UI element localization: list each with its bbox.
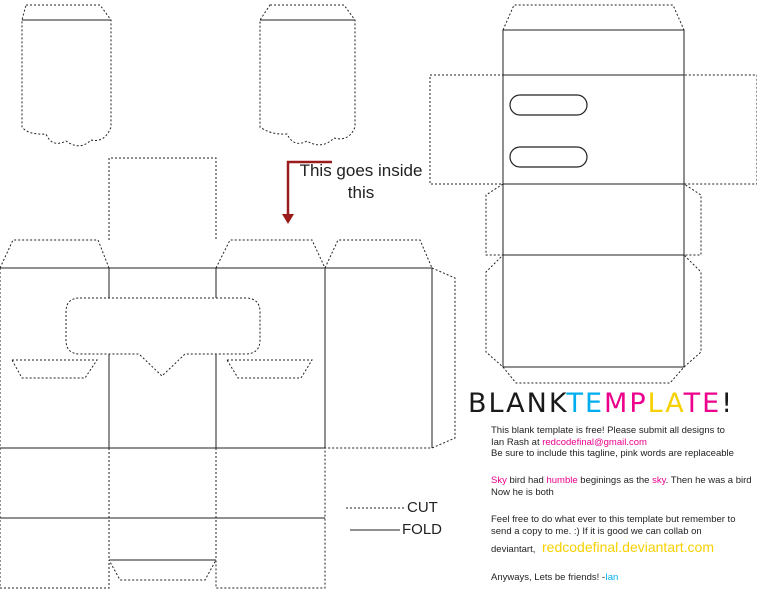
eye-slot-top xyxy=(509,94,588,116)
title-part: MP xyxy=(604,388,648,419)
info-paragraph-3: Feel free to do what ever to this templa… xyxy=(491,514,736,537)
title-part: LA xyxy=(647,388,684,419)
cut-legend-label: CUT xyxy=(407,499,438,516)
info-paragraph-2: Sky bird had humble beginings as the sky… xyxy=(491,475,752,498)
site-link[interactable]: redcodefinal.deviantart.com xyxy=(542,539,715,555)
left-pocket-slot xyxy=(11,359,98,379)
title-part: TE xyxy=(683,388,722,419)
title-part: ! xyxy=(721,388,735,419)
note-text: This goes inside this xyxy=(299,161,423,202)
right-arm-piece xyxy=(259,4,356,146)
eye-slot-bottom xyxy=(509,146,588,168)
email-link[interactable]: redcodefinal@gmail.com xyxy=(542,436,647,448)
head-piece xyxy=(429,4,757,384)
arrow-icon xyxy=(286,160,332,218)
collar-tab xyxy=(65,297,261,377)
info-paragraph-1: This blank template is free! Please subm… xyxy=(491,425,734,459)
info-site-line: deviantart, redcodefinal.deviantart.com xyxy=(491,539,715,555)
right-pocket-slot xyxy=(226,359,313,379)
title-part: BLANK xyxy=(468,388,567,419)
title-part: TE xyxy=(566,388,605,419)
page-title: BLANKTEMPLATE! xyxy=(468,388,734,419)
left-arm-piece xyxy=(21,4,112,147)
info-paragraph-4: Anyways, Lets be friends! -Ian xyxy=(491,572,619,583)
name-text: Ian xyxy=(605,572,619,583)
fold-legend-label: FOLD xyxy=(402,521,443,538)
pink-word: sky xyxy=(652,475,666,486)
body-piece xyxy=(0,157,456,589)
pink-word: humble xyxy=(546,475,578,486)
pink-word: Sky xyxy=(491,475,507,486)
